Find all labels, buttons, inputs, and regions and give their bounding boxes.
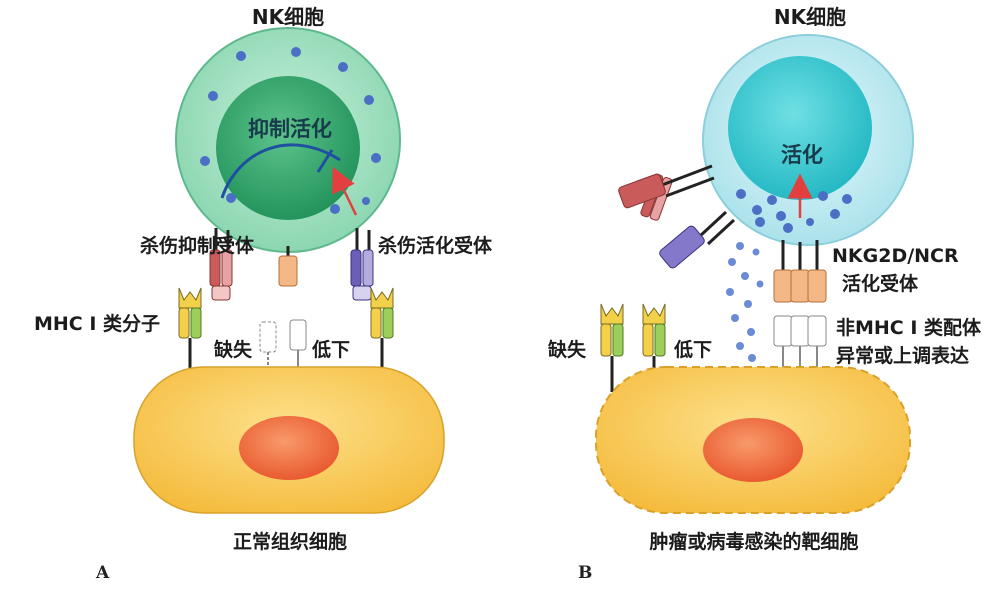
panel-a-letter: A xyxy=(95,563,110,583)
inhibition-curve xyxy=(220,143,341,199)
mhc-molecule-a-right xyxy=(370,287,394,370)
granules-a xyxy=(200,47,381,214)
panel-a-low-label: 低下 xyxy=(311,338,350,361)
panel-b-target-label: 肿瘤或病毒感染的靶细胞 xyxy=(649,530,858,553)
nk-cell-b: 活化 xyxy=(702,34,914,246)
panel-b-nk-title: NK细胞 xyxy=(774,5,846,29)
ligand-label-b-1: 非MHC I 类配体 xyxy=(836,316,982,339)
missing-mhc-a xyxy=(259,321,277,370)
panel-a-target-label: 正常组织细胞 xyxy=(233,530,347,553)
panel-a: NK细胞 抑制活化 xyxy=(34,5,493,583)
tumor-target-cell xyxy=(595,366,911,514)
mhc-molecule-b-left xyxy=(600,303,624,392)
inhibitory-receptor-b xyxy=(618,173,666,209)
activating-receptor-label: 杀伤活化受体 xyxy=(378,234,493,257)
panel-a-missing-label: 缺失 xyxy=(214,338,253,361)
normal-tissue-cell xyxy=(133,366,445,514)
center-receptor-a xyxy=(278,246,298,287)
activating-receptor-a xyxy=(350,228,374,301)
activating-receptor-b-detached xyxy=(659,225,705,269)
ligand-label-b-2: 异常或上调表达 xyxy=(836,344,969,367)
panel-b-letter: B xyxy=(578,563,592,583)
inhibitory-receptor-a xyxy=(209,228,233,301)
granules-b xyxy=(736,189,852,233)
released-granules xyxy=(726,242,764,374)
non-mhc-ligands xyxy=(773,315,827,372)
low-mhc-a xyxy=(289,319,307,370)
nkg2d-receptors xyxy=(773,240,827,303)
panel-b-low-label: 低下 xyxy=(673,338,712,361)
panel-b-missing-label: 缺失 xyxy=(548,338,587,361)
panel-a-nk-title: NK细胞 xyxy=(252,5,324,29)
inhibitory-receptor-label: 杀伤抑制受体 xyxy=(140,234,255,257)
receptor-label-b-2: 活化受体 xyxy=(842,272,919,295)
panel-a-inner-label: 抑制活化 xyxy=(248,117,332,141)
inhibition-bar xyxy=(316,149,334,173)
activation-arrow-a xyxy=(332,166,358,216)
panel-b: NK细胞 活化 xyxy=(548,5,982,583)
mhc-molecule-a-left xyxy=(178,287,202,370)
panel-b-inner-label: 活化 xyxy=(781,143,823,167)
mhc-label: MHC I 类分子 xyxy=(34,312,160,335)
receptor-label-b-1: NKG2D/NCR xyxy=(832,245,959,267)
nk-cell-a: 抑制活化 xyxy=(175,27,401,253)
